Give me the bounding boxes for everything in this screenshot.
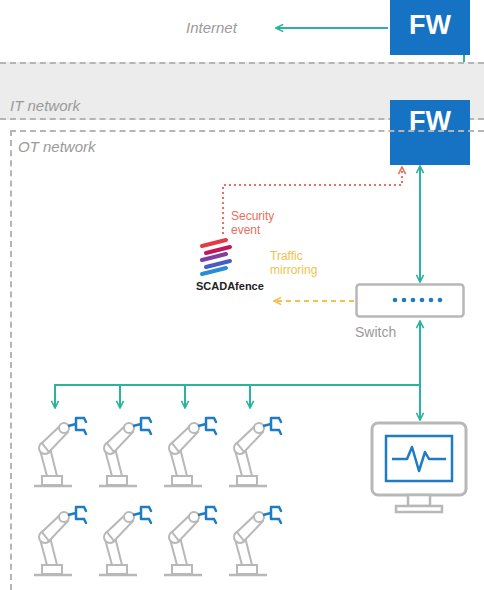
connector — [274, 300, 354, 302]
robot-arms — [34, 418, 281, 575]
ot-wiring — [54, 321, 421, 420]
monitor-icon — [372, 423, 466, 512]
node-label: OT network — [18, 138, 96, 155]
node-label: IT network — [10, 97, 80, 114]
switch-symbol — [355, 283, 465, 319]
node-label: Switch — [355, 324, 396, 340]
connector — [419, 166, 421, 282]
internet-arrow — [276, 27, 388, 29]
logo-mark — [196, 236, 242, 278]
node-label: FW — [390, 0, 470, 41]
network-switch: Switch — [355, 283, 465, 343]
firewall-box: FW — [390, 100, 470, 165]
scadafence-logo: SCADAfence — [196, 236, 272, 296]
firewall-box: FW — [390, 0, 470, 55]
node-label: SCADAfence — [196, 280, 264, 292]
ot-network-region: OT networkSCADAfenceSwitch — [10, 130, 484, 590]
edge-label: Security event — [231, 209, 291, 237]
network-label: Internet — [186, 19, 237, 36]
edge-label: Traffic mirroring — [270, 249, 350, 277]
